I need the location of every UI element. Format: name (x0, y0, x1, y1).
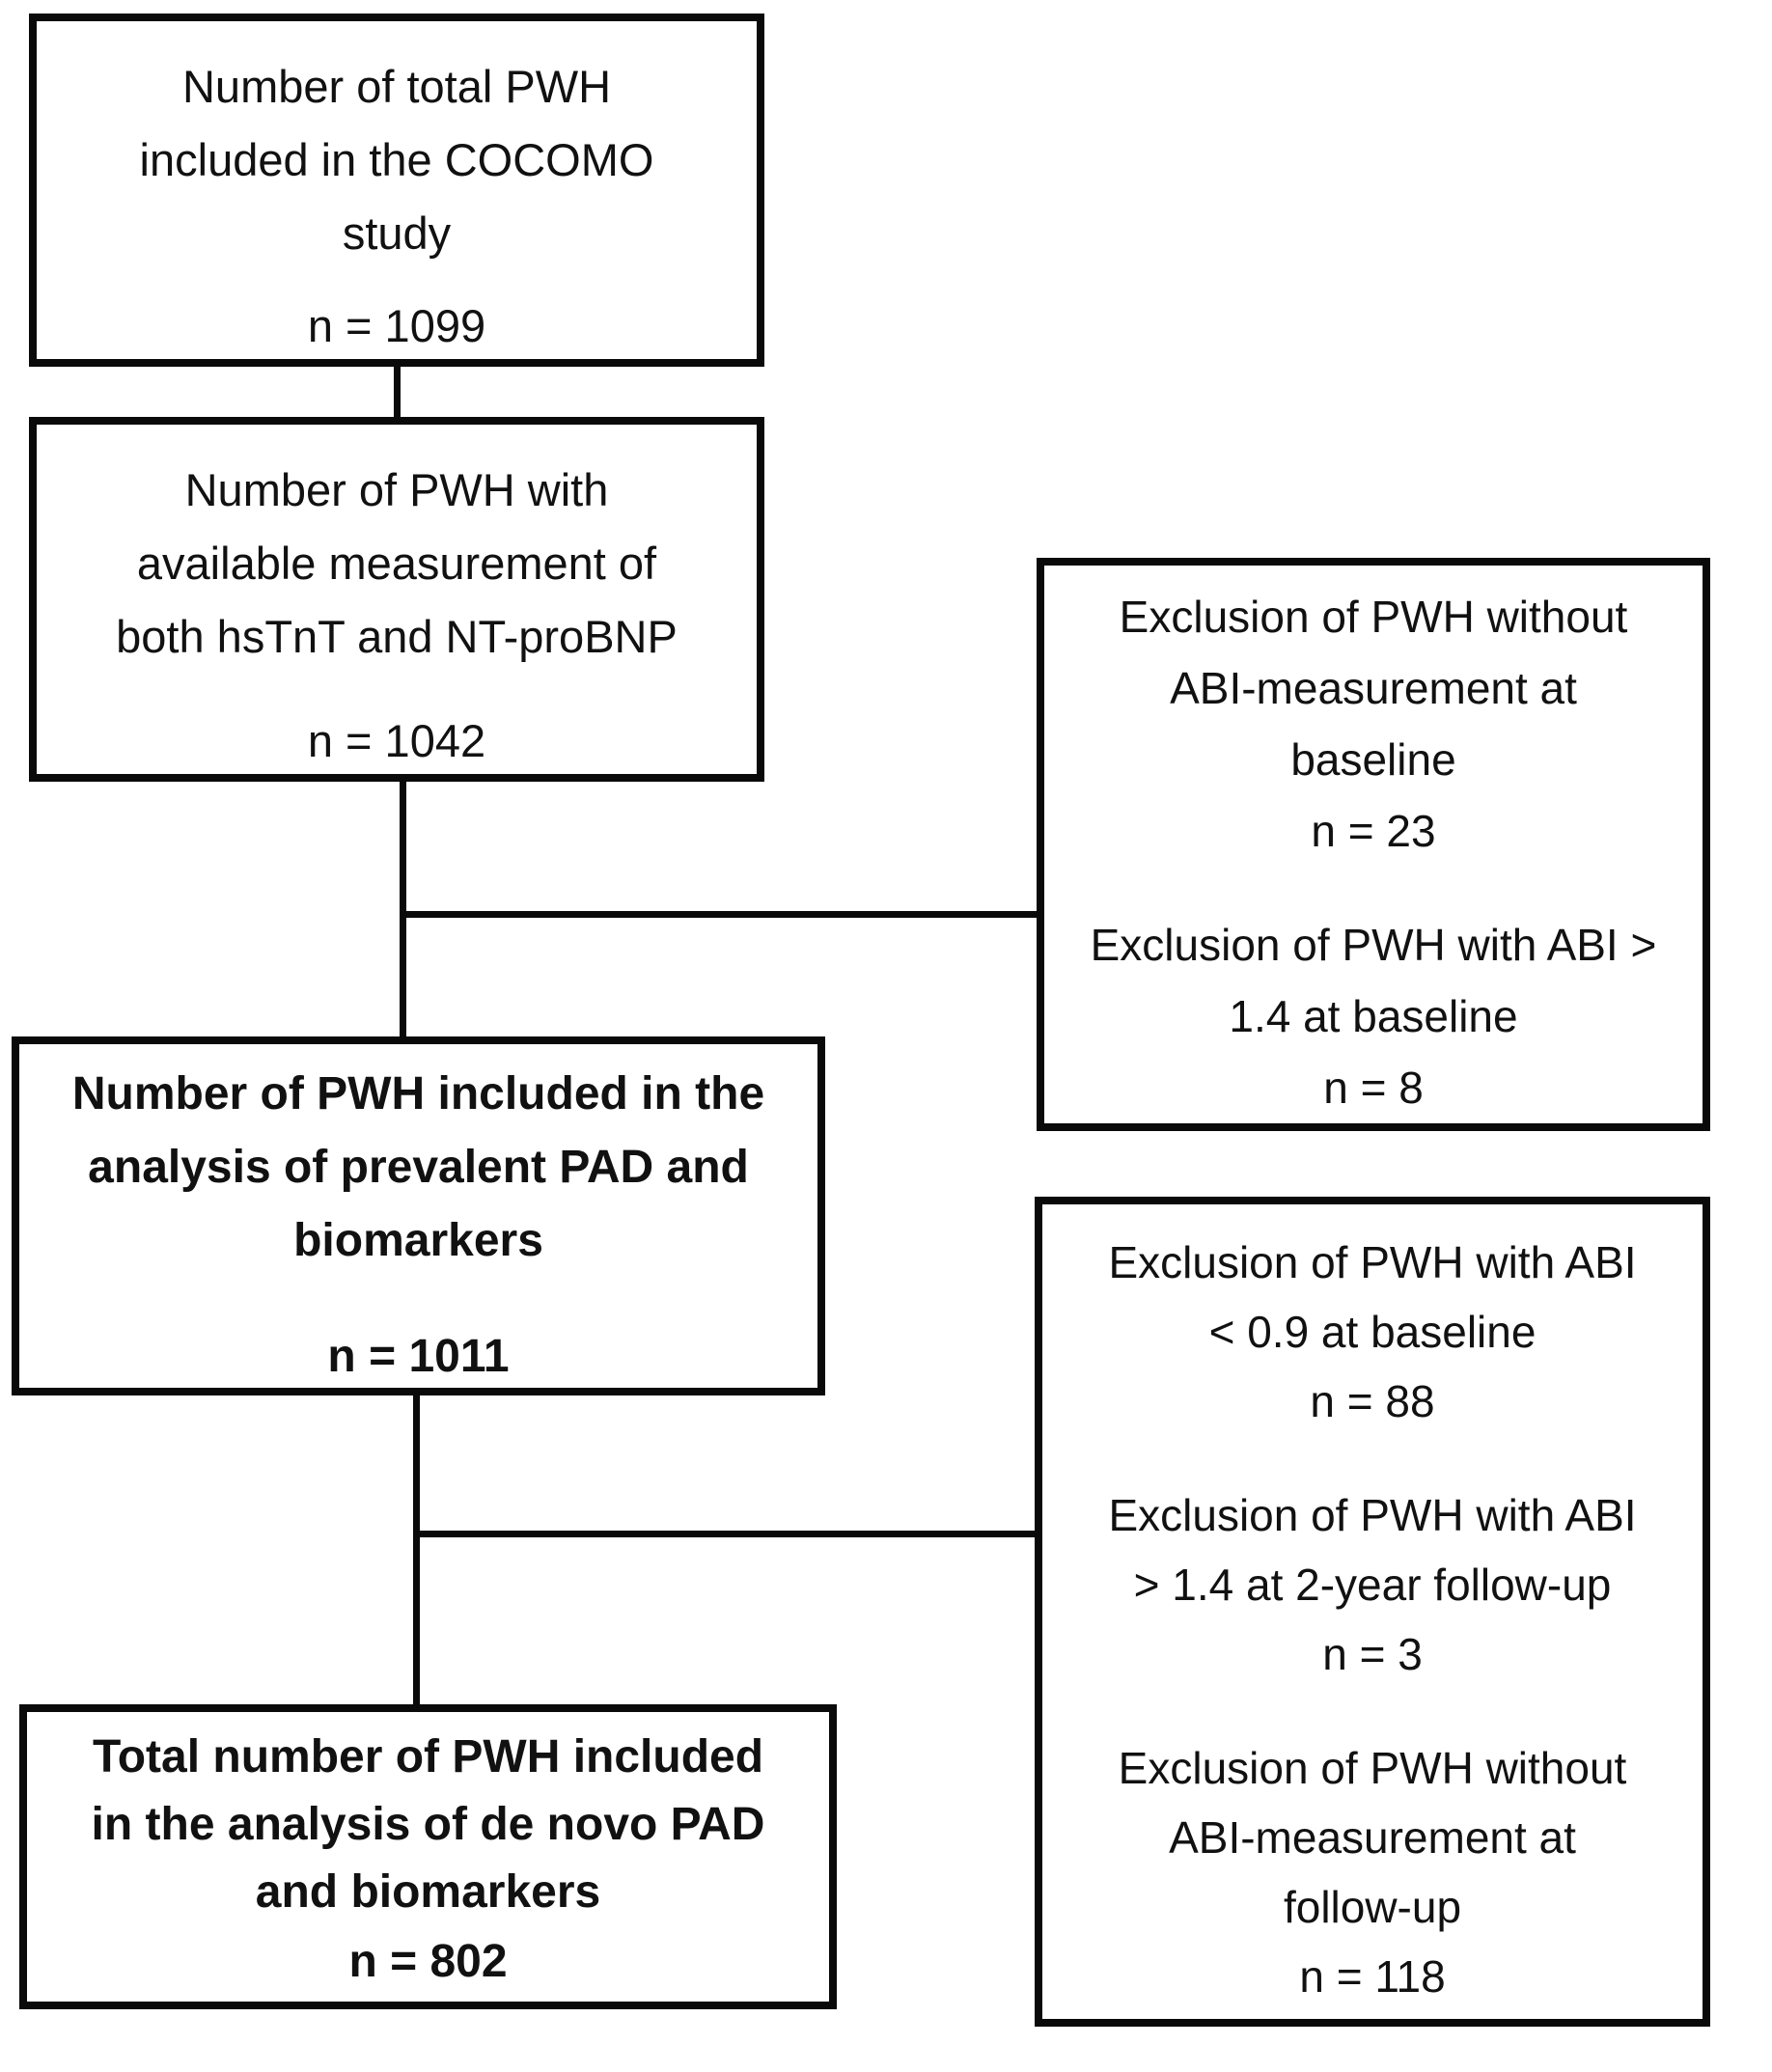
exclusion-text-line: follow-up (1283, 1882, 1462, 1932)
connector-box1-box2 (394, 367, 401, 419)
exclusion-count-label: n = 23 (1311, 806, 1436, 856)
exclusion-item: Exclusion of PWH without ABI-measurement… (1044, 581, 1703, 867)
flow-text-line: biomarkers (293, 1215, 543, 1266)
exclusion-text-line: 1.4 at baseline (1229, 991, 1518, 1041)
box-total-pwh-cocomo: Number of total PWH included in the COCO… (29, 14, 764, 367)
connector-box3-box4 (413, 1394, 420, 1706)
exclusion-item: Exclusion of PWH with ABI > 1.4 at basel… (1044, 909, 1703, 1123)
branch-to-followup-exclusions (413, 1531, 1037, 1537)
exclusion-count-label: n = 88 (1310, 1376, 1435, 1426)
flow-text-line: Number of PWH with (184, 464, 609, 515)
flow-text-line: available measurement of (136, 538, 657, 589)
box-pwh-biomarkers-available: Number of PWH with available measurement… (29, 417, 764, 782)
flow-text-line: analysis of prevalent PAD and (88, 1142, 749, 1193)
flow-text-line: Number of total PWH (181, 61, 612, 112)
exclusion-count-label: n = 3 (1322, 1629, 1423, 1679)
exclusion-text-line: baseline (1290, 734, 1456, 785)
flow-text-line: Total number of PWH included (92, 1731, 764, 1782)
box-prevalent-pad-analysis: Number of PWH included in the analysis o… (12, 1036, 825, 1395)
exclusion-text-line: Exclusion of PWH without (1119, 592, 1628, 642)
flow-text-line: both hsTnT and NT-proBNP (116, 611, 678, 662)
box-de-novo-pad-analysis: Total number of PWH included in the anal… (19, 1704, 837, 2009)
count-label: n = 1011 (327, 1331, 510, 1382)
count-label: n = 1099 (307, 300, 486, 351)
exclusion-count-label: n = 8 (1323, 1063, 1424, 1113)
exclusion-text-line: Exclusion of PWH without (1118, 1743, 1627, 1793)
count-label: n = 1042 (307, 715, 486, 766)
branch-to-baseline-exclusions (400, 911, 1038, 918)
box-exclusions-baseline: Exclusion of PWH without ABI-measurement… (1037, 558, 1710, 1131)
exclusion-text-line: < 0.9 at baseline (1208, 1307, 1537, 1357)
flow-text-line: included in the COCOMO (139, 134, 654, 185)
count-label: n = 802 (348, 1936, 508, 1987)
exclusion-item: Exclusion of PWH with ABI < 0.9 at basel… (1042, 1228, 1703, 1436)
exclusion-text-line: ABI-measurement at (1169, 1812, 1576, 1863)
box-exclusions-followup: Exclusion of PWH with ABI < 0.9 at basel… (1035, 1197, 1710, 2027)
connector-box2-box3 (400, 780, 406, 1038)
exclusion-item: Exclusion of PWH with ABI > 1.4 at 2-yea… (1042, 1480, 1703, 1689)
exclusion-text-line: Exclusion of PWH with ABI > (1090, 920, 1657, 970)
flow-text-line: in the analysis of de novo PAD (91, 1799, 765, 1850)
flow-text-line: Number of PWH included in the (71, 1068, 765, 1119)
flow-text-line: and biomarkers (255, 1866, 601, 1918)
flow-text-line: study (342, 207, 452, 259)
exclusion-text-line: ABI-measurement at (1170, 663, 1577, 713)
exclusion-text-line: Exclusion of PWH with ABI (1108, 1237, 1637, 1287)
exclusion-text-line: Exclusion of PWH with ABI (1108, 1490, 1637, 1540)
exclusion-count-label: n = 118 (1299, 1951, 1446, 2002)
exclusion-item: Exclusion of PWH without ABI-measurement… (1042, 1733, 1703, 2011)
exclusion-text-line: > 1.4 at 2-year follow-up (1133, 1560, 1612, 1610)
